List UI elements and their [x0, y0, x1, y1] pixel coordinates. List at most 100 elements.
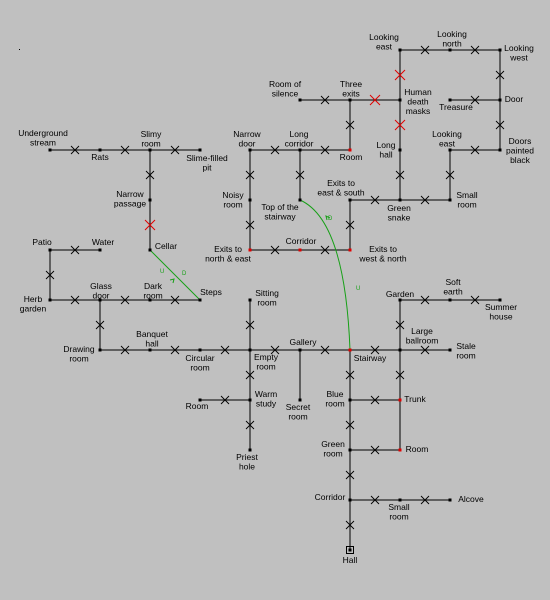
label-line: Long	[377, 140, 396, 150]
room-node-ln[interactable]	[448, 48, 452, 52]
room-node-lb[interactable]	[398, 348, 402, 352]
door-mark	[345, 420, 355, 430]
room-node-le2[interactable]	[448, 148, 452, 152]
room-node-door[interactable]	[498, 98, 502, 102]
room-node-rl[interactable]	[198, 398, 202, 402]
label-line: Small	[456, 190, 477, 200]
room-node-dr[interactable]	[148, 298, 152, 302]
room-node-stw[interactable]	[348, 348, 352, 352]
room-node-te[interactable]	[348, 98, 352, 102]
label-line: room	[257, 298, 276, 308]
room-node-lh[interactable]	[398, 148, 402, 152]
label-line: garden	[20, 304, 47, 314]
room-node-cr[interactable]	[198, 348, 202, 352]
room-node-stp[interactable]	[198, 298, 202, 302]
label-line: stream	[30, 138, 56, 148]
room-node-tos[interactable]	[298, 198, 302, 202]
label-garden: Garden	[386, 289, 415, 299]
room-node-gr[interactable]	[348, 448, 352, 452]
room-node-se[interactable]	[448, 298, 452, 302]
door-mark	[370, 495, 380, 505]
room-node-le1[interactable]	[398, 48, 402, 52]
label-line: Narrow	[233, 129, 261, 139]
label-line: Long	[290, 129, 309, 139]
room-node-br[interactable]	[348, 398, 352, 402]
room-node-sh[interactable]	[498, 298, 502, 302]
door-mark	[120, 345, 130, 355]
door-mark	[120, 145, 130, 155]
room-node-nd[interactable]	[248, 148, 252, 152]
label-line: Garden	[386, 289, 415, 299]
label-line: Drawing	[63, 344, 94, 354]
door-mark	[470, 45, 480, 55]
room-node-pat[interactable]	[48, 248, 52, 252]
room-node-sml[interactable]	[398, 498, 402, 502]
room-node-gar[interactable]	[398, 298, 402, 302]
room-node-sr[interactable]	[148, 148, 152, 152]
room-node-rats[interactable]	[98, 148, 102, 152]
label-rats: Rats	[91, 152, 108, 162]
label-line: east	[376, 42, 393, 52]
room-node-sit[interactable]	[248, 298, 252, 302]
door-mark	[320, 95, 330, 105]
room-node-cel[interactable]	[148, 248, 152, 252]
room-node-ws[interactable]	[248, 398, 252, 402]
label-line: north & east	[205, 254, 251, 264]
label-line: death	[407, 97, 429, 107]
room-node-er[interactable]	[248, 348, 252, 352]
door-mark	[370, 395, 380, 405]
label-line: hall	[145, 339, 158, 349]
room-node-gs[interactable]	[398, 198, 402, 202]
room-node-sec[interactable]	[298, 398, 302, 402]
room-node-trea[interactable]	[448, 98, 452, 102]
room-node-drw[interactable]	[98, 348, 102, 352]
room-node-hdm[interactable]	[398, 98, 402, 102]
door-mark	[170, 345, 180, 355]
room-node-alc[interactable]	[448, 498, 452, 502]
room-node-us[interactable]	[48, 148, 52, 152]
room-node-wat[interactable]	[98, 248, 102, 252]
label-line: room	[389, 512, 408, 522]
room-node-sfp[interactable]	[198, 148, 202, 152]
room-node-nr[interactable]	[248, 198, 252, 202]
door-mark	[345, 120, 355, 130]
label-room-top: Room	[340, 152, 363, 162]
room-node-hg[interactable]	[48, 298, 52, 302]
room-node-np[interactable]	[148, 198, 152, 202]
room-node-rm1[interactable]	[348, 148, 352, 152]
room-node-dpb[interactable]	[498, 148, 502, 152]
label-line: Small	[388, 502, 409, 512]
room-node-smr[interactable]	[448, 198, 452, 202]
room-node-lw[interactable]	[498, 48, 502, 52]
room-node-gd[interactable]	[98, 298, 102, 302]
room-node-gal[interactable]	[298, 348, 302, 352]
hall-node[interactable]	[346, 546, 354, 554]
label-gallery: Gallery	[290, 337, 318, 347]
room-node-rr[interactable]	[398, 448, 402, 452]
door-mark	[270, 245, 280, 255]
room-node-ene[interactable]	[248, 248, 252, 252]
label-line: Corridor	[315, 492, 346, 502]
room-node-ros[interactable]	[298, 98, 302, 102]
room-node-trk[interactable]	[398, 398, 402, 402]
room-node-lc[interactable]	[298, 148, 302, 152]
room-node-ees[interactable]	[348, 198, 352, 202]
room-node-crl[interactable]	[348, 498, 352, 502]
door-mark	[145, 170, 155, 180]
label-line: passage	[114, 199, 146, 209]
room-node-ewn[interactable]	[348, 248, 352, 252]
label-line: room	[457, 200, 476, 210]
room-node-bh[interactable]	[148, 348, 152, 352]
room-node-ph[interactable]	[248, 448, 252, 452]
door-mark	[470, 145, 480, 155]
room-node-str[interactable]	[448, 348, 452, 352]
door-mark	[320, 145, 330, 155]
label-line: Room	[340, 152, 363, 162]
room-node-cor[interactable]	[298, 248, 302, 252]
